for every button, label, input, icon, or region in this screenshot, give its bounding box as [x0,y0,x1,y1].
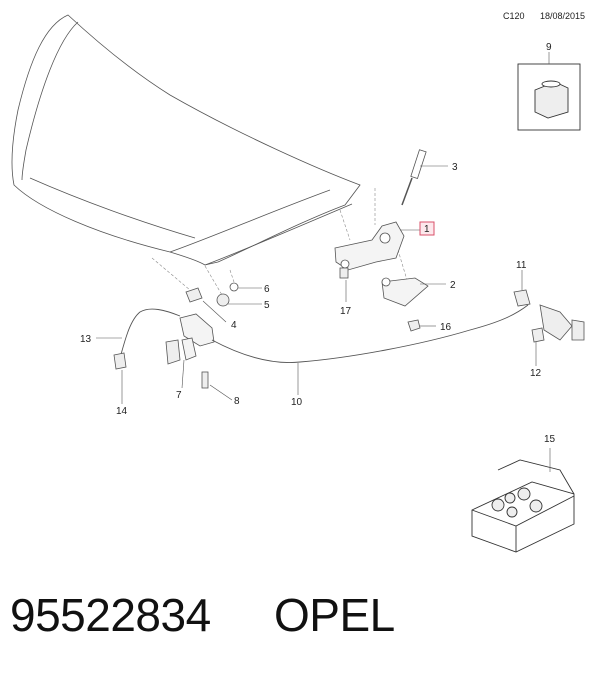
callout-15: 15 [544,434,556,445]
washer-6 [229,282,239,292]
bolt-16 [407,319,421,332]
gas-strut [401,149,427,206]
callout-3: 3 [452,162,458,173]
safety-cable-13 [119,308,181,359]
hood-latch [179,313,215,361]
release-cable-10 [211,304,529,363]
diagram-code: C120 [503,11,525,21]
callout-4: 4 [231,320,237,331]
leader-lines-dashed [151,188,411,296]
hinge-bracket [381,277,429,307]
bolt-17 [339,267,349,279]
callout-8: 8 [234,396,240,407]
brand-name: OPEL [274,589,395,641]
callout-10: 10 [291,397,303,408]
callout-6: 6 [264,284,270,295]
part-15-kit-box [471,459,575,553]
hood-panel [11,14,361,266]
diagram-date: 18/08/2015 [540,11,585,21]
callout-1-highlight [419,221,435,236]
callout-9: 9 [546,42,552,53]
clip-5 [216,293,230,307]
callout-12: 12 [530,368,542,379]
release-handle-11 [513,289,585,341]
callout-16: 16 [440,322,452,333]
callout-5: 5 [264,300,270,311]
hood-hinge [334,221,405,271]
callout-17: 17 [340,306,352,317]
clip-14 [113,352,127,370]
bracket-12 [531,327,545,343]
callout-7: 7 [176,390,182,401]
callout-labels: 1 2 3 4 5 6 7 8 9 10 11 12 13 14 15 16 1… [80,42,556,445]
bump-stop-4 [185,287,203,303]
part-9-box [517,63,581,131]
part-number: 95522834 [10,589,211,641]
callout-1: 1 [424,224,430,235]
callout-13: 13 [80,334,92,345]
callout-2: 2 [450,280,456,291]
latch-7 [165,339,181,365]
callout-11: 11 [516,260,527,271]
bolt-8 [201,371,209,389]
callout-14: 14 [116,406,128,417]
callout-leaders [96,52,551,472]
